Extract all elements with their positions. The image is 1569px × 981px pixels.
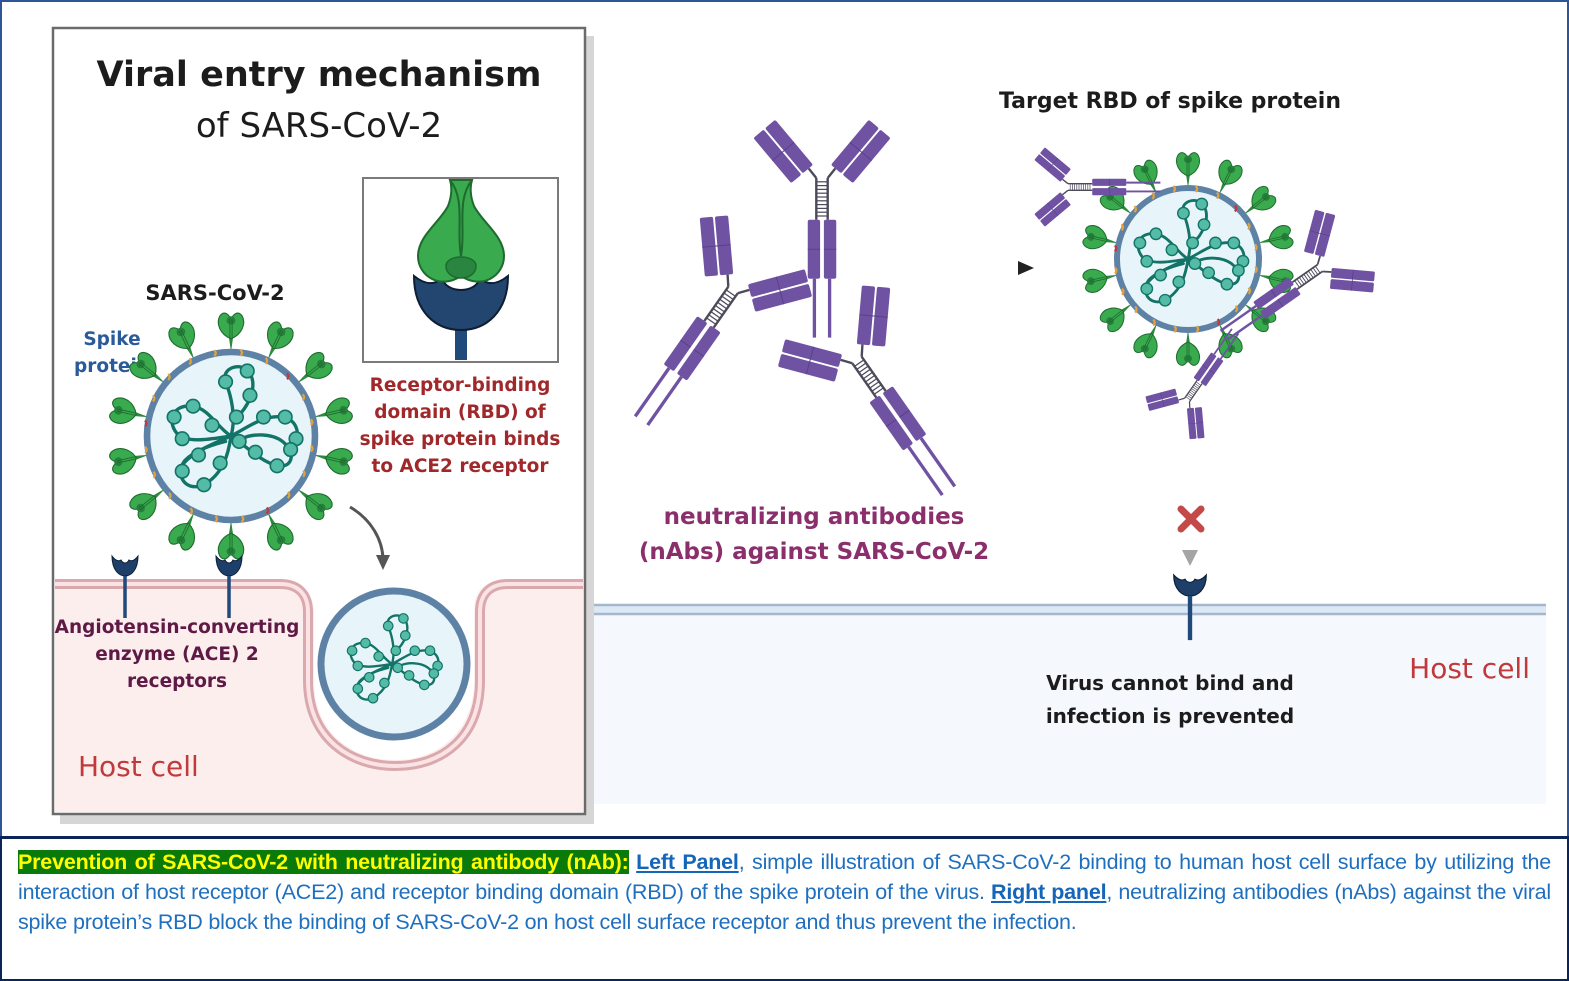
left-panel-link[interactable]: Left Panel xyxy=(636,850,739,874)
membrane-protein-icon xyxy=(265,506,270,515)
membrane-protein-icon xyxy=(1234,305,1239,313)
nabs-label-line1: neutralizing antibodies xyxy=(664,504,965,530)
left-title-bold: Viral entry mechanism xyxy=(97,55,542,95)
rbd-label-line: Receptor-binding xyxy=(370,375,551,396)
rbd-label-line: spike protein binds xyxy=(360,429,561,450)
membrane-protein-icon xyxy=(1120,223,1125,231)
membrane-protein-icon xyxy=(144,445,148,454)
sars-cov-2-virus xyxy=(107,312,355,560)
nabs-label-line2: (nAbs) against SARS-CoV-2 xyxy=(639,539,989,565)
membrane-protein-icon xyxy=(1134,305,1138,314)
membrane-protein-icon xyxy=(1173,325,1177,333)
left-title-regular: of SARS-CoV-2 xyxy=(196,106,442,146)
endocytosed-virus xyxy=(317,587,471,741)
ace2-label-line: Angiotensin-converting xyxy=(55,617,300,638)
membrane-protein-icon xyxy=(240,515,245,523)
ace2-label-line: receptors xyxy=(127,671,227,692)
blocked-arrow-head xyxy=(1182,550,1198,566)
membrane-protein-icon xyxy=(152,470,157,479)
membrane-protein-icon xyxy=(310,418,314,427)
membrane-protein-icon xyxy=(1215,191,1220,200)
virus-label: SARS-CoV-2 xyxy=(145,281,284,305)
membrane-protein-icon xyxy=(264,357,269,365)
nabs-label: neutralizing antibodies (nAbs) against S… xyxy=(639,504,989,565)
membrane-protein-icon xyxy=(1247,287,1252,295)
membrane-protein-icon xyxy=(152,394,156,403)
membrane-protein-icon xyxy=(1194,185,1199,193)
membrane-protein-icon xyxy=(239,349,244,357)
membrane-protein-icon xyxy=(286,372,290,380)
membrane-protein-icon xyxy=(1247,222,1251,231)
rbd-label: Receptor-binding domain (RBD) of spike p… xyxy=(360,375,561,477)
spike-protein-icon xyxy=(1175,329,1201,366)
flow-arrow-head xyxy=(1018,261,1034,275)
antibody xyxy=(583,201,825,462)
right-panel: Target RBD of spike protein neutralizing… xyxy=(583,89,1546,804)
left-panel: Viral entry mechanism of SARS-CoV-2 Rece… xyxy=(51,26,594,824)
membrane-protein-icon xyxy=(189,507,193,515)
entry-arrow xyxy=(349,505,385,559)
antibody xyxy=(765,271,1007,532)
right-host-cell-label: Host cell xyxy=(1409,652,1530,685)
left-host-cell-label: Host cell xyxy=(78,750,199,783)
blocked-label-line2: infection is prevented xyxy=(1046,704,1294,728)
membrane-protein-icon xyxy=(1254,243,1258,252)
membrane-protein-icon xyxy=(1172,185,1176,193)
membrane-protein-icon xyxy=(1114,266,1118,275)
figure-illustration: Viral entry mechanism of SARS-CoV-2 Rece… xyxy=(51,26,1546,824)
membrane-protein-icon xyxy=(1121,287,1125,296)
membrane-protein-icon xyxy=(167,373,171,381)
caption-right-text: , neutralizing antibodies (nAbs) against… xyxy=(18,880,1551,934)
membrane-protein-icon xyxy=(1195,325,1200,333)
membrane-protein-icon xyxy=(1133,205,1138,213)
blocked-label-line1: Virus cannot bind and xyxy=(1046,671,1294,695)
spike-label-line1: Spike xyxy=(83,329,140,350)
figure-caption: Prevention of SARS-CoV-2 with neutralizi… xyxy=(0,836,1569,981)
membrane-protein-icon xyxy=(214,515,219,523)
right-panel-link[interactable]: Right panel xyxy=(991,880,1107,904)
inset-spike-core xyxy=(445,256,477,279)
membrane-protein-icon xyxy=(310,444,314,453)
caption-text: Prevention of SARS-CoV-2 with neutralizi… xyxy=(18,847,1551,937)
spike-protein-icon xyxy=(1175,152,1201,189)
target-title: Target RBD of spike protein xyxy=(999,89,1341,114)
membrane-protein-icon xyxy=(301,393,306,402)
membrane-protein-icon xyxy=(1113,244,1118,253)
rbd-inset xyxy=(362,177,559,363)
membrane-protein-icon xyxy=(1254,265,1258,274)
membrane-protein-icon xyxy=(168,492,172,500)
caption-left-text: , simple illustration of SARS-CoV-2 bind… xyxy=(18,850,1552,904)
rbd-label-line: domain (RBD) of xyxy=(374,402,546,423)
membrane-protein-icon xyxy=(1234,204,1238,213)
neutralized-virus xyxy=(1081,152,1295,366)
membrane-protein-icon xyxy=(302,469,306,478)
membrane-protein-icon xyxy=(144,419,148,428)
membrane-protein-icon xyxy=(286,491,291,499)
block-x-icon xyxy=(1177,505,1205,533)
membrane-protein-icon xyxy=(1151,192,1155,200)
membrane-protein-icon xyxy=(1216,318,1221,326)
entry-arrow-head xyxy=(376,555,390,570)
right-host-cell-region xyxy=(594,612,1546,804)
right-cell-membrane xyxy=(594,604,1546,614)
membrane-protein-icon xyxy=(1152,318,1156,327)
ace2-label-line: enzyme (ACE) 2 xyxy=(95,644,259,665)
rbd-label-line: to ACE2 receptor xyxy=(372,456,550,477)
membrane-protein-icon xyxy=(188,357,192,366)
ace2-label: Angiotensin-converting enzyme (ACE) 2 re… xyxy=(55,617,300,692)
membrane-protein-icon xyxy=(213,349,217,357)
blocked-label: Virus cannot bind and infection is preve… xyxy=(1046,671,1294,728)
caption-highlight: Prevention of SARS-CoV-2 with neutralizi… xyxy=(18,850,629,874)
inset-spike-rbd xyxy=(416,179,506,283)
left-cell-membrane-inner xyxy=(55,582,583,769)
